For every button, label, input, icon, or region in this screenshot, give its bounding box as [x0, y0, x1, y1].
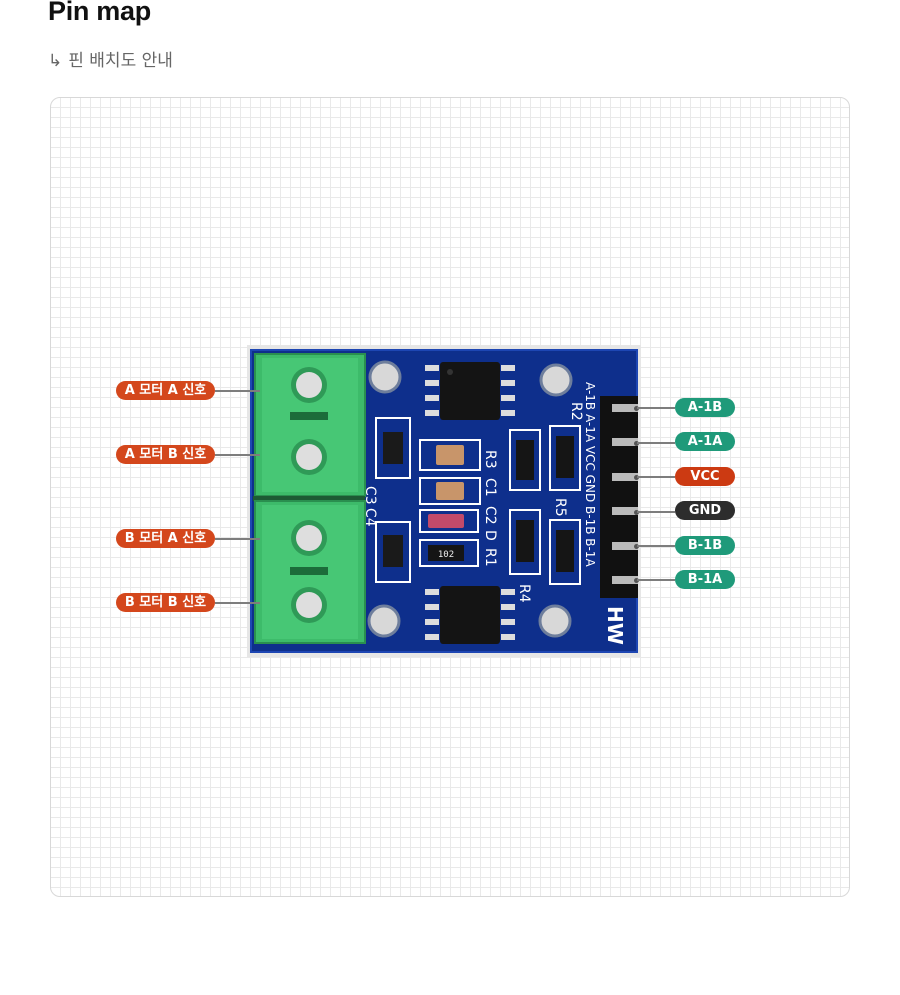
pin-dot: [634, 441, 639, 446]
ic-top: [425, 362, 515, 420]
leader-line: [637, 511, 675, 513]
leader-line: [215, 390, 260, 392]
pin-label-b-1a: B-1A: [675, 570, 735, 589]
label-a-motor-b: A 모터 B 신호: [116, 445, 215, 464]
silk-r1: R1: [482, 548, 498, 567]
pin-dot: [634, 406, 639, 411]
pin-dot: [634, 475, 639, 480]
leader-line: [215, 538, 260, 540]
silk-c1: C1: [482, 478, 498, 497]
leader-line: [637, 579, 675, 581]
leader-line: [215, 602, 260, 604]
page-subtitle: ↳핀 배치도 안내: [48, 46, 173, 71]
terminal-divider: [253, 496, 365, 501]
led-outline: [419, 509, 479, 533]
pin-label-a-1b: A-1B: [675, 398, 735, 417]
pin-dot: [634, 544, 639, 549]
leader-line: [637, 476, 675, 478]
pin-label-a-1a: A-1A: [675, 432, 735, 451]
pin-label-b-1b: B-1B: [675, 536, 735, 555]
subtitle-text: 핀 배치도 안내: [68, 51, 173, 71]
terminal-block-a: [254, 353, 366, 497]
silk-c2: C2: [482, 506, 498, 525]
label-a-motor-a: A 모터 A 신호: [116, 381, 215, 400]
label-b-motor-a: B 모터 A 신호: [116, 529, 215, 548]
silk-pins: A-1B A-1A VCC GND B-1B B-1A: [583, 382, 597, 567]
silk-r2: R2: [568, 402, 584, 421]
mount-hole: [367, 604, 401, 638]
pin-dot: [634, 578, 639, 583]
silk-hw: HW: [603, 606, 627, 645]
mount-hole: [538, 604, 572, 638]
label-b-motor-b: B 모터 B 신호: [116, 593, 215, 612]
r1-code: 102: [438, 550, 454, 560]
pin-dot: [634, 510, 639, 515]
leader-line: [637, 407, 675, 409]
pin-header: [600, 396, 638, 598]
capacitors: [375, 417, 481, 583]
r1-body: [428, 545, 464, 561]
silk-d: D: [482, 530, 498, 541]
led: [428, 514, 464, 528]
return-arrow-icon: ↳: [48, 51, 63, 71]
resistors: [509, 425, 581, 585]
mount-hole: [368, 360, 402, 394]
silk-r4: R4: [516, 584, 532, 603]
ic-bottom: [425, 586, 515, 644]
leader-line: [215, 454, 260, 456]
page-title: Pin map: [48, 0, 151, 26]
pin-label-vcc: VCC: [675, 467, 735, 486]
mount-hole: [539, 363, 573, 397]
r1-outline: [419, 539, 479, 567]
silkscreen: R3 C1 C2 D R1 C3 C4 R2 R5 R4 A-1B A-1A V…: [362, 382, 627, 645]
pin-label-gnd: GND: [675, 501, 735, 520]
leader-line: [637, 545, 675, 547]
silk-r3: R3: [482, 450, 498, 469]
silk-r5: R5: [552, 498, 568, 517]
leader-line: [637, 442, 675, 444]
terminal-block-b: [254, 500, 366, 644]
pinmap-panel: [50, 97, 850, 897]
